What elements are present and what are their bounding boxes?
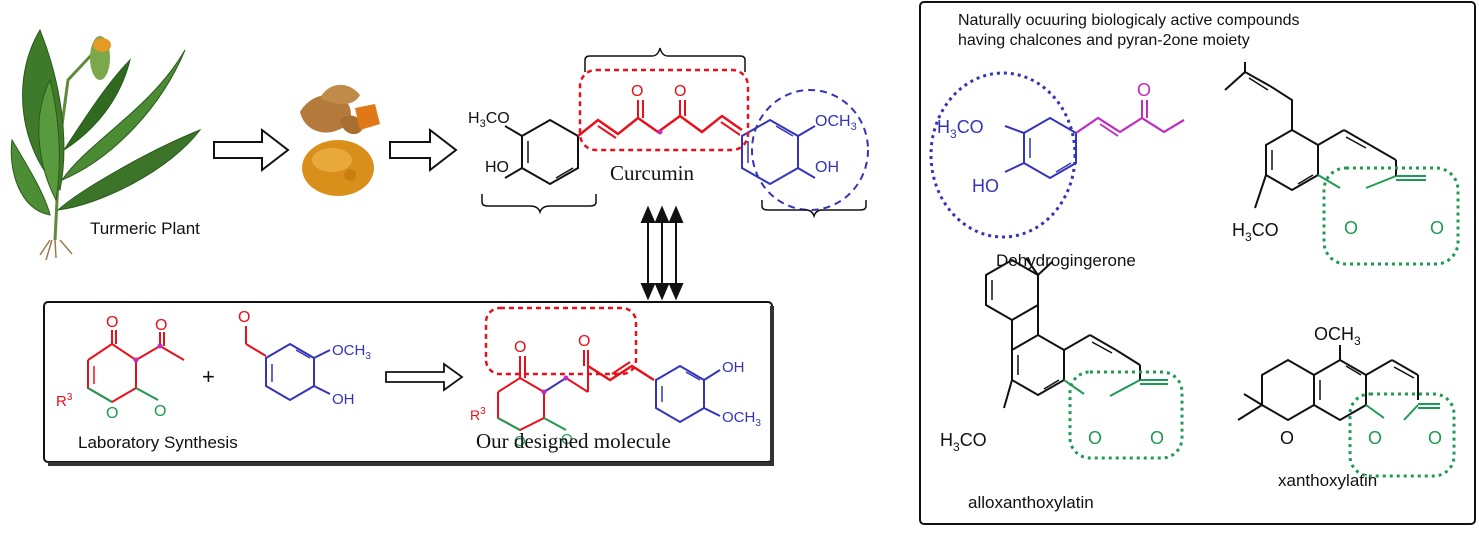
equivalence-arrows	[640, 205, 684, 301]
alloxanthoxylatin-ring-o: O	[1088, 428, 1102, 448]
alloxanthoxylatin-carbonyl-o: O	[1150, 428, 1164, 448]
panel-title-line-1: Naturally ocuuring biologicaly active co…	[958, 12, 1300, 29]
dehydrogingerone-hydroxy: HO	[972, 176, 999, 196]
curcumin-right-hydroxy: OH	[815, 159, 839, 176]
reactant-a-ring-o: O	[106, 405, 118, 422]
prenyl-coumarin-carbonyl-o: O	[1430, 218, 1444, 238]
xanthoxylatin-label: xanthoxylatin	[1278, 471, 1377, 490]
xanthoxylatin-pyran-o: O	[1280, 428, 1294, 448]
xanthoxylatin-carbonyl-o: O	[1428, 428, 1442, 448]
curcumin-left-hydroxy: HO	[485, 159, 509, 176]
reactant-a-r-group: R3	[56, 392, 73, 410]
reactant-a-structure	[87, 330, 185, 404]
reactant-b-hydroxy: OH	[332, 391, 355, 408]
product-structure	[484, 306, 721, 432]
curcumin-structure	[481, 47, 869, 219]
alloxanthoxylatin-label: alloxanthoxylatin	[968, 493, 1094, 512]
curcumin-left-methoxy: H3CO	[468, 110, 510, 130]
product-ring-o: O	[514, 433, 526, 450]
synthesis-label: Laboratory Synthesis	[78, 433, 238, 452]
reaction-arrow	[385, 362, 464, 392]
reactant-a-carbonyl-side: O	[155, 317, 167, 334]
reactant-b-aldehyde-o: O	[238, 309, 250, 326]
prenyl-coumarin-structure	[1224, 62, 1460, 266]
prenyl-coumarin-ring-o: O	[1344, 218, 1358, 238]
reactant-b-structure	[245, 326, 331, 402]
reactant-a-carbonyl-top: O	[106, 314, 118, 331]
curcumin-carbonyl-1: O	[631, 83, 643, 100]
product-hydroxy: OH	[722, 359, 745, 376]
alloxanthoxylatin-structure	[985, 257, 1184, 460]
reactant-b-methoxy: OCH3	[332, 342, 371, 362]
plus-sign: +	[202, 364, 215, 389]
reactant-a-ring-carbonyl: O	[154, 403, 166, 420]
dehydrogingerone-ketone-o: O	[1137, 80, 1151, 100]
turmeric-root-illustration	[300, 84, 380, 135]
hollow-arrow-2	[389, 127, 458, 173]
prenyl-coumarin-methoxy: H3CO	[1232, 220, 1279, 244]
product-label: Our designed molecule	[476, 429, 671, 453]
plant-label: Turmeric Plant	[90, 219, 200, 238]
dehydrogingerone-label: Dehydrogingerone	[996, 251, 1136, 270]
xanthoxylatin-methoxy: OCH3	[1314, 324, 1361, 348]
panel-title-line-2: having chalcones and pyran-2one moiety	[958, 32, 1250, 49]
turmeric-powder-illustration	[302, 140, 374, 196]
product-methoxy: OCH3	[722, 409, 761, 429]
dehydrogingerone-methoxy: H3CO	[937, 117, 984, 141]
curcumin-label: Curcumin	[610, 161, 694, 185]
xanthoxylatin-ring-o: O	[1368, 428, 1382, 448]
dehydrogingerone-structure	[929, 71, 1185, 239]
product-carbonyl-2: O	[578, 333, 590, 350]
turmeric-plant-illustration	[10, 28, 202, 261]
product-carbonyl-1: O	[514, 339, 526, 356]
natural-compounds-panel	[919, 1, 1476, 525]
alloxanthoxylatin-methoxy: H3CO	[940, 430, 987, 454]
curcumin-carbonyl-2: O	[674, 83, 686, 100]
hollow-arrow-1	[213, 127, 290, 173]
curcumin-right-methoxy: OCH3	[815, 113, 857, 133]
xanthoxylatin-structure	[1237, 345, 1456, 478]
product-r-group: R3	[470, 406, 486, 423]
product-ring-carbonyl: O	[561, 431, 573, 448]
